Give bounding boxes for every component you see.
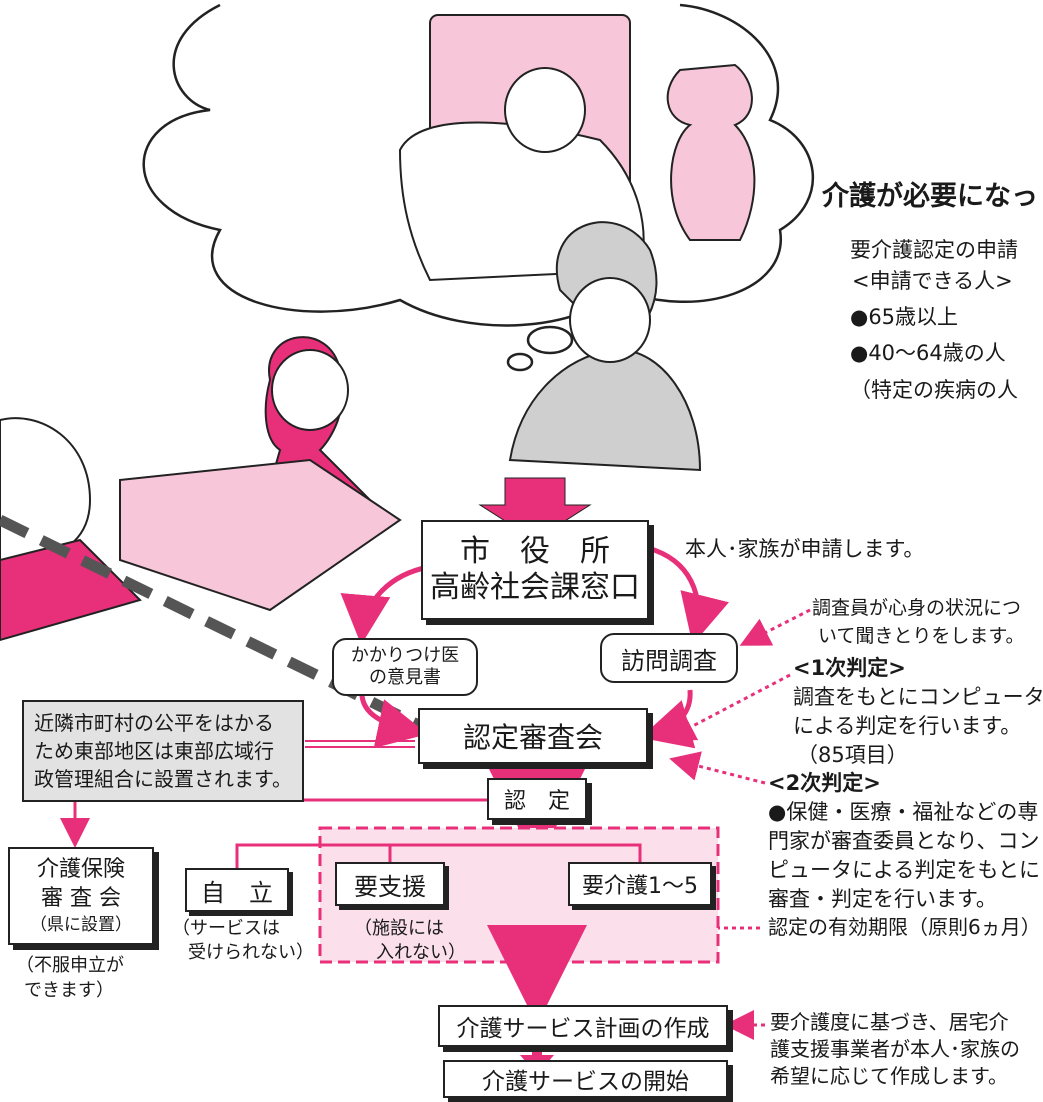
- thought-dot-1: [526, 325, 574, 355]
- arrow-office-to-visit: [647, 545, 729, 645]
- eligible-item-2: ●40〜64歳の人: [850, 341, 1006, 365]
- first-judgment-heading: <1次判定>: [793, 656, 906, 680]
- independent-note-line2: 受けられない）: [188, 942, 314, 963]
- committee-note-line1: 近隣市町村の公平をはかる: [34, 711, 274, 735]
- appeal-board-line3: （県に設置）: [30, 914, 132, 935]
- branch-to-support: [388, 843, 537, 862]
- eligible-item-3: （特定の疾病の人: [850, 378, 1018, 402]
- appeal-note-line1: （不服申立が: [16, 955, 124, 976]
- appeal-board-box: 介護保険 審 査 会 （県に設置）: [8, 847, 154, 945]
- care-plan-note-line2: 護支援事業者が本人･家族の: [770, 1037, 1020, 1061]
- home-visit-label: 訪問調査: [621, 646, 717, 675]
- committee-note-line3: 政管理組合に設置されます。: [34, 767, 292, 791]
- appeal-note-line2: できます）: [24, 980, 114, 1001]
- committee-label: 認定審査会: [462, 721, 603, 754]
- home-visit-box: 訪問調査: [600, 633, 738, 683]
- doctor-opinion-box: かかりつけ医 の意見書: [332, 638, 478, 696]
- care-plan-label: 介護サービス計画の作成: [456, 1016, 710, 1042]
- independent-box: 自 立: [185, 868, 289, 912]
- committee-note-line2: ため東部地区は東部広域行: [34, 739, 274, 763]
- doctor-opinion-line1: かかりつけ医: [350, 645, 460, 667]
- independent-note-line1: （サービスは: [172, 918, 280, 939]
- apply-description: 本人･家族が申請します。: [685, 537, 925, 561]
- city-office-line2: 高齢社会課窓口: [430, 570, 640, 605]
- dotted-second-judgment: [669, 751, 766, 785]
- certification-box: 認 定: [487, 778, 587, 820]
- validity-note: 認定の有効期限（原則6ヵ月）: [768, 915, 1041, 939]
- first-judgment-line3: （85項目）: [797, 743, 908, 767]
- dotted-visit-note: [739, 608, 811, 646]
- first-judgment-line1: 調査をもとにコンピュータ: [793, 685, 1043, 709]
- arrow-office-to-doctor: [340, 564, 429, 645]
- elderly-woman-face: [569, 277, 651, 363]
- clerk-face: [271, 349, 349, 431]
- care-plan-note-line3: 希望に応じて作成します。: [770, 1064, 1008, 1088]
- second-judgment-heading: <2次判定>: [768, 771, 881, 795]
- eligible-item-1: ●65歳以上: [850, 305, 959, 329]
- thought-dot-2: [506, 352, 534, 372]
- second-judgment-line2: 門家が審査委員となり、コン: [768, 829, 1040, 853]
- care-plan-note-line1: 要介護度に基づき、居宅介: [770, 1010, 1009, 1034]
- committee-box: 認定審査会: [418, 708, 648, 764]
- support-needed-note-line2: 入れない）: [376, 942, 466, 963]
- first-judgment-line2: による判定を行います。: [793, 714, 1022, 738]
- second-judgment-line4: 審査・判定を行います。: [768, 887, 997, 911]
- appeal-board-line1: 介護保険: [36, 857, 125, 883]
- arrow-doctor-to-committee: [359, 689, 428, 749]
- support-needed-note-line1: （施設には: [354, 918, 444, 939]
- care-needed-label: 要介護1〜5: [582, 874, 698, 899]
- visit-note-line1: 調査員が心身の状況につ: [812, 597, 1022, 619]
- care-needed-box: 要介護1〜5: [568, 862, 712, 906]
- visit-note-line2: いて聞きとりをします。: [818, 625, 1025, 647]
- caregiver-figure: [666, 63, 756, 241]
- dotted-first-judgment: [664, 673, 791, 741]
- committee-note-box: 近隣市町村の公平をはかる ため東部地区は東部広域行 政管理組合に設置されます。: [22, 700, 304, 802]
- patient-head: [504, 67, 586, 153]
- doctor-opinion-line2: の意見書: [369, 667, 441, 688]
- service-start-label: 介護サービスの開始: [482, 1069, 689, 1095]
- support-needed-label: 要支援: [354, 872, 426, 901]
- branch-to-care: [537, 843, 642, 862]
- certification-label: 認 定: [503, 789, 570, 814]
- second-judgment-line3: ピュータによる判定をもとに: [768, 858, 1040, 882]
- apply-note: 要介護認定の申請: [850, 238, 1018, 262]
- service-start-box: 介護サービスの開始: [443, 1060, 728, 1098]
- counter-desk: [119, 458, 402, 612]
- city-office-line1: 市 役 所: [460, 534, 610, 569]
- header-title: 介護が必要になっ: [822, 181, 1038, 212]
- appeal-board-line2: 審 査 会: [41, 885, 121, 911]
- city-office-box: 市 役 所 高齢社会課窓口: [421, 520, 649, 620]
- arrow-visit-to-committee: [640, 689, 696, 749]
- care-plan-box: 介護サービス計画の作成: [438, 1005, 728, 1047]
- support-needed-box: 要支援: [335, 862, 445, 906]
- second-judgment-line1: ●保健・医療・福祉などの専: [768, 800, 1039, 824]
- independent-label: 自 立: [201, 878, 273, 907]
- eligible-heading: <申請できる人>: [852, 269, 1013, 293]
